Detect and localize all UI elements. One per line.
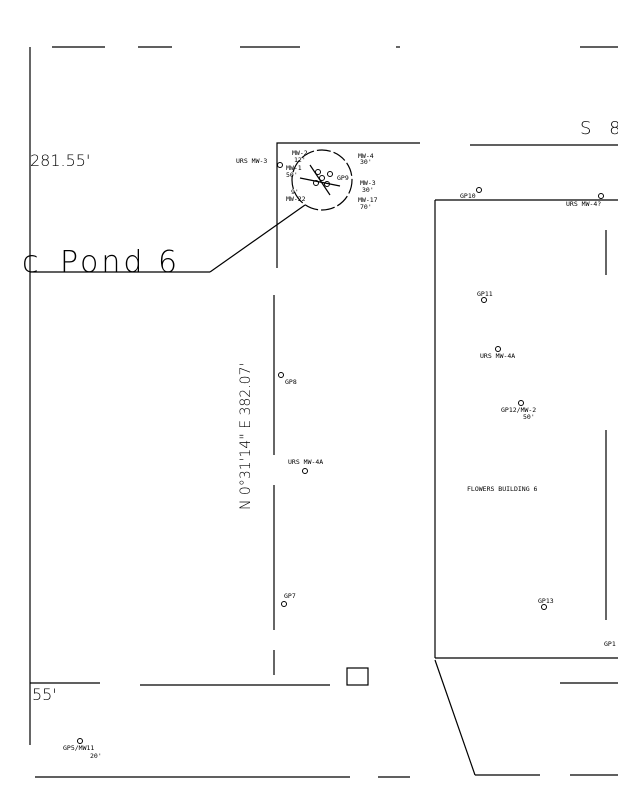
well-label: GP12/MW-2: [501, 406, 536, 414]
well-depth: 30': [360, 158, 372, 166]
well-label: URS MW-4?: [566, 200, 601, 208]
well-label: URS MW-3: [236, 157, 267, 165]
well-depth: 20': [90, 752, 102, 760]
well-label: URS MW-4A: [288, 458, 323, 466]
well-depth: 12': [294, 156, 306, 164]
well-label: MW-4: [358, 152, 374, 160]
well-label: MW-22: [286, 195, 306, 203]
boundary-lines: [29, 46, 618, 778]
well-label: GP1: [604, 640, 616, 648]
property-line-bearing: N 0°31'14" E 382.07': [238, 363, 254, 510]
well-depth: 9': [291, 188, 299, 196]
well-label: MW-17: [358, 196, 378, 204]
well-depth: 30': [362, 186, 374, 194]
well-depth: 70': [360, 203, 372, 211]
well-labels: URS MW-3 MW-2 12' MW-1 50' MW-4 30' GP9 …: [63, 149, 616, 760]
well-label: MW-3: [360, 179, 376, 187]
well-label: MW-1: [286, 164, 302, 172]
pond-prefix: c: [22, 245, 39, 280]
well-label: GP8: [285, 378, 297, 386]
well-depth: 50': [523, 413, 535, 421]
pond-label: Pond 6: [60, 245, 180, 280]
well-label: URS MW-4A: [480, 352, 515, 360]
building-label: FLOWERS BUILDING 6: [467, 485, 538, 493]
well-depth: 50': [286, 171, 298, 179]
well-label: GP5/MW11: [63, 744, 94, 752]
bearing-top-left: 281.55': [30, 151, 90, 170]
well-label: GP7: [284, 592, 296, 600]
well-label: GP13: [538, 597, 554, 605]
well-markers: [77, 162, 604, 744]
bearing-top-right: S 8: [580, 118, 618, 139]
well-label: MW-2: [292, 149, 308, 157]
well-label: GP9: [337, 174, 349, 182]
well-label: GP10: [460, 192, 476, 200]
well-label: GP11: [477, 290, 493, 298]
bearing-bottom-left: 55': [32, 685, 57, 704]
